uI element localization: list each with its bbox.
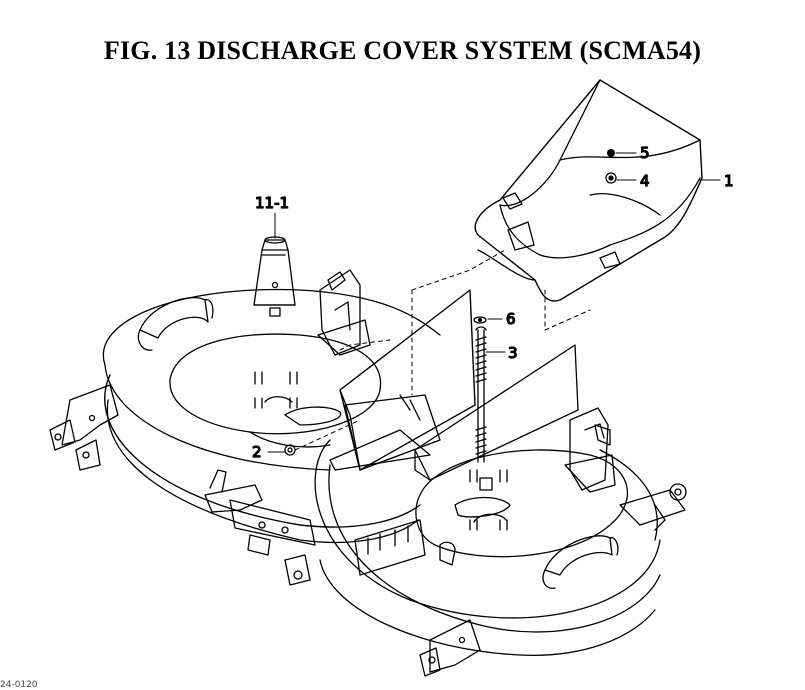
callout-4: 4 [640,172,650,190]
callout-11-1: 11-1 [255,194,289,212]
left-deck-housing [102,288,441,544]
left-pivot-bracket [49,384,119,471]
document-footer: 24-0120 [0,680,38,690]
threaded-rod [475,326,487,463]
discharge-cover [474,79,703,302]
assembly-guide-lines [294,249,591,451]
rear-upright-brackets [317,269,616,493]
right-pivot-bracket [619,483,687,531]
figure-title: FIG. 13 DISCHARGE COVER SYSTEM (SCMA54) [103,36,702,65]
left-drive-linkage [204,469,316,586]
spindle-housing-11-1 [253,236,296,317]
callout-1: 1 [724,172,734,190]
center-deflector-plates [329,289,579,481]
callout-leaders [267,152,721,453]
callout-3: 3 [508,344,518,362]
callout-6: 6 [506,310,516,328]
callout-2: 2 [252,443,262,461]
right-deck-housing [314,439,661,677]
callout-5: 5 [640,144,650,162]
